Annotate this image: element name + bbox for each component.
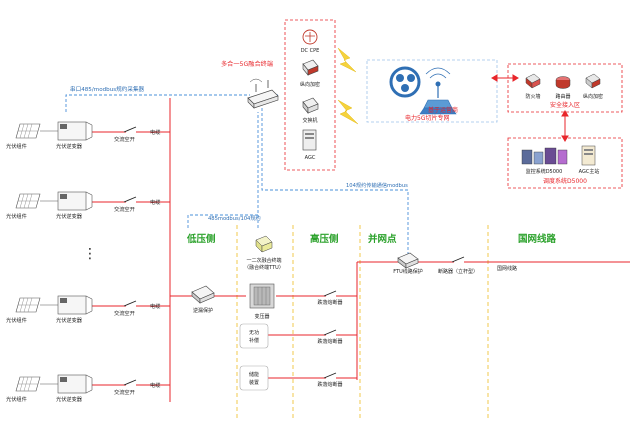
ellipsis: ⋮ [83, 246, 97, 262]
comm-label-485: 485modbus/104规约 [208, 214, 261, 222]
ac-switch-label: 交流空开 [114, 388, 135, 396]
inverter-icon [57, 374, 93, 394]
ac-switch-label: 交流空开 [114, 309, 135, 317]
agc-host-icon [581, 145, 596, 166]
security-zone-box [507, 63, 623, 113]
inverter-icon [57, 121, 93, 141]
cable-label: 电缆 [150, 198, 160, 206]
ac-switch-label: 交流空开 [114, 205, 135, 213]
section-line: 国网线路 [518, 233, 557, 245]
pv-inverter-label: 光伏逆变器 [56, 212, 83, 220]
ftu-label: FTU线路保护 [393, 268, 423, 275]
terminal-module-label-dc-cpe: DC CPE [301, 48, 320, 54]
cloud-box [366, 59, 498, 123]
pv-panel-label: 光伏组件 [6, 395, 27, 403]
fusion-terminal-label-line2: （融合终端TTU） [244, 264, 284, 271]
security-item-label-router: 路由器 [555, 93, 570, 100]
terminal-label: 多合一5G融合终端 [221, 60, 273, 68]
solar-panel-icon [15, 297, 41, 313]
5g-cloud-icon [389, 66, 457, 115]
security-zone-label: 安全接入区 [550, 101, 580, 109]
pv-panel-label: 光伏组件 [6, 212, 27, 220]
cloud-label-line1: 基于运营商 [428, 106, 458, 114]
fusion-terminal-label-line1: 一二次融合终端 [246, 257, 281, 264]
pv-inverter-label: 光伏逆变器 [56, 395, 83, 403]
cable-label: 电缆 [150, 128, 160, 136]
solar-panel-icon [15, 193, 41, 209]
inverter-icon [57, 295, 93, 315]
lightning-icons [337, 47, 359, 125]
security-item-label-firewall: 防火墙 [525, 93, 540, 100]
5g-terminal-icon [247, 78, 279, 109]
dispatch-item-label-agc: AGC主站 [579, 168, 600, 175]
inverter-icon [57, 191, 93, 211]
section-low: 低压侧 [186, 233, 216, 245]
serial-bus-label: 串口485/modbus规约采集器 [70, 85, 145, 93]
terminal-module-switch [302, 97, 319, 114]
ftu-protection-icon [397, 252, 419, 269]
reactive-box [239, 323, 269, 349]
pv-inverter-label: 光伏逆变器 [56, 142, 83, 150]
reactive-label-line2: 补偿 [249, 337, 259, 344]
encryption-icon [585, 73, 601, 89]
terminal-module-dc-cpe [302, 29, 318, 45]
pv-inverter-label: 光伏逆变器 [56, 316, 83, 324]
firewall-icon [525, 73, 541, 89]
switch-symbols [123, 126, 465, 386]
comm-lines [65, 94, 409, 255]
security-item-label-encryption: 纵向加密 [583, 93, 603, 100]
terminal-module-label-encryption: 纵向加密 [300, 81, 320, 88]
storage-label-line1: 储能 [249, 371, 259, 378]
dispatch-item-label-monitor: 监控系统D5000 [526, 168, 563, 175]
ac-switch-label: 交流空开 [114, 135, 135, 143]
solar-panel-icon [15, 376, 41, 392]
red-arrows [491, 74, 569, 142]
router-icon [555, 76, 571, 89]
circuit-breaker-label: 断路器（立杆型） [438, 268, 478, 275]
grid-line-label: 国网线路 [497, 265, 517, 272]
transformer-label: 变压器 [254, 313, 269, 320]
pv-panel-label: 光伏组件 [6, 142, 27, 150]
cable-label: 电缆 [150, 381, 160, 389]
fusion-terminal-icon [255, 235, 273, 253]
terminal-module-label-agc: AGC [305, 155, 316, 161]
section-grid: 并网点 [368, 233, 397, 245]
pv-panel-label: 光伏组件 [6, 316, 27, 324]
comm-label-104: 104规约传输通信modbus [346, 181, 408, 189]
breaker-label-1: 跌落熔断器 [317, 299, 342, 306]
pv-icons [15, 121, 93, 394]
transformer-icon [249, 283, 275, 309]
leakage-protection-icon [191, 285, 215, 304]
monitor-system-icon [521, 147, 568, 165]
storage-box [239, 365, 269, 391]
terminal-module-agc [302, 129, 317, 151]
leakage-protect-label: 逆漏保护 [193, 307, 213, 314]
solar-panel-icon [15, 123, 41, 139]
storage-label-line2: 装置 [249, 379, 259, 386]
terminal-module-label-switch: 交换机 [302, 117, 317, 124]
reactive-label-line1: 无功 [249, 329, 259, 336]
breaker-label-3: 跌落熔断器 [317, 381, 342, 388]
dispatch-zone-label: 调度系统D5000 [543, 177, 587, 185]
breaker-label-2: 跌落熔断器 [317, 338, 342, 345]
section-high: 高压侧 [310, 233, 339, 245]
cloud-label-line2: 电力5G切片专网 [405, 114, 449, 122]
cable-label: 电缆 [150, 302, 160, 310]
power-lines [92, 98, 630, 402]
terminal-module-encryption [302, 59, 319, 76]
terminal-module-box [284, 19, 336, 171]
